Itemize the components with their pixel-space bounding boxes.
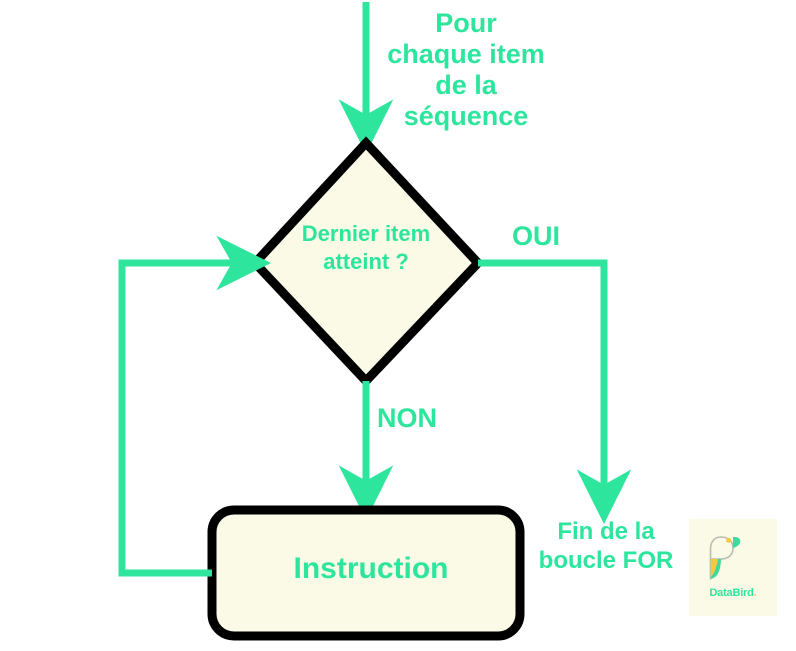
loop-back-connector — [118, 235, 272, 577]
yes-branch-connector — [478, 259, 632, 525]
yes-branch-label: OUI — [512, 221, 561, 251]
databird-logo: DataBird. — [689, 519, 777, 616]
instruction-label: Instruction — [293, 552, 449, 585]
databird-bird-icon — [709, 536, 741, 580]
no-branch-label: NON — [377, 403, 437, 433]
databird-wordmark-dot: . — [753, 587, 757, 599]
entry-label: Pour chaque item de la séquence — [387, 8, 545, 132]
databird-wordmark: DataBird. — [689, 587, 777, 599]
databird-wordmark-text: DataBird — [709, 587, 754, 599]
exit-label: Fin de la boucle FOR — [538, 518, 674, 574]
decision-label: Dernier item atteint ? — [301, 221, 431, 274]
